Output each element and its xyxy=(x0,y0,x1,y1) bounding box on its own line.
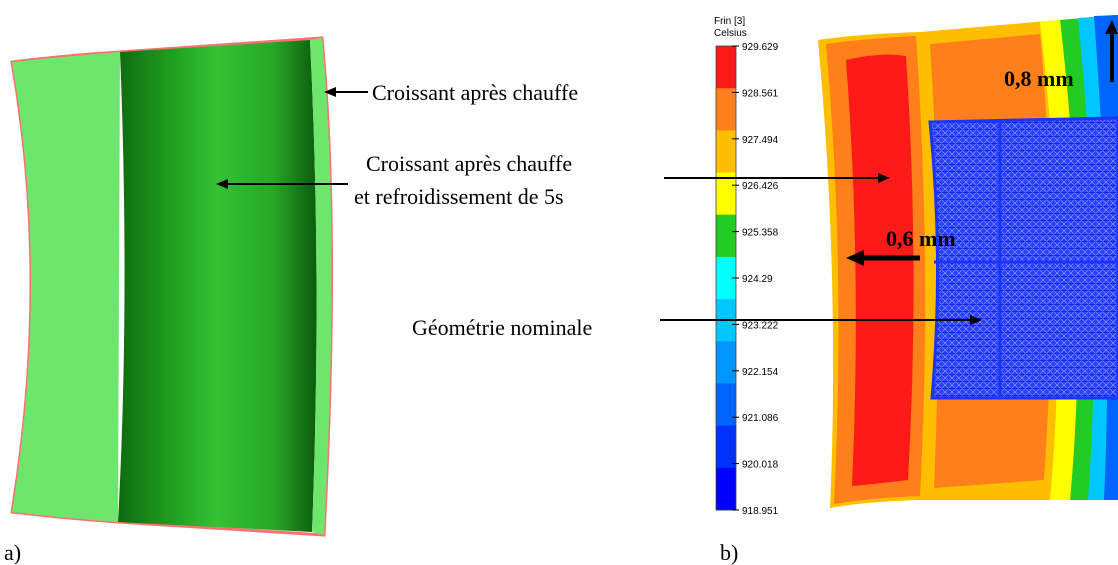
label-nominal-geometry: Géométrie nominale xyxy=(412,315,592,340)
scale-title-line2: Celsius xyxy=(714,28,747,39)
arrow-nominal-geometry-head xyxy=(970,315,982,325)
part-left-face xyxy=(12,52,120,522)
label-offset-left: 0,6 mm xyxy=(886,226,956,251)
color-scale-band xyxy=(716,256,736,300)
label-after-heating: Croissant après chauffe xyxy=(372,80,578,105)
color-scale-tick-label: 921.086 xyxy=(742,413,779,424)
color-scale-band xyxy=(716,46,736,89)
part-center-face xyxy=(118,40,317,532)
panel-a: Croissant après chauffe Croissant après … xyxy=(4,36,578,565)
color-scale-tick-label: 918.951 xyxy=(742,506,779,517)
color-scale-tick-label: 927.494 xyxy=(742,135,779,146)
scale-title-line1: Frin [3] xyxy=(714,16,745,27)
arrow-cooling-to-b-head xyxy=(878,173,890,183)
arrow-offset-left-head xyxy=(846,250,864,266)
color-scale-tick-label: 923.222 xyxy=(742,320,779,331)
nominal-geometry-mesh xyxy=(928,116,1118,400)
color-scale-tick-label: 924.29 xyxy=(742,274,773,285)
panel-b: Frin [3] Celsius 929.629928.561927.49492… xyxy=(412,15,1118,565)
arrow-offset-top-head xyxy=(1105,20,1118,34)
color-scale-tick-label: 928.561 xyxy=(742,88,779,99)
color-scale-band xyxy=(716,88,736,131)
color-scale-band xyxy=(716,130,736,174)
label-after-cooling-line2: et refroidissement de 5s xyxy=(354,184,564,209)
panel-b-label: b) xyxy=(720,540,738,565)
color-scale-bar xyxy=(715,45,737,511)
color-scale-tick-label: 922.154 xyxy=(742,367,779,378)
color-scale-tick-label: 926.426 xyxy=(742,181,779,192)
panel-a-label: a) xyxy=(4,540,21,565)
color-scale-band xyxy=(716,383,736,427)
color-scale-tick-label: 925.358 xyxy=(742,228,779,239)
color-scale-tick-label: 929.629 xyxy=(742,42,779,53)
color-scale-tick-label: 920.018 xyxy=(742,460,779,471)
color-scale-band xyxy=(716,172,736,216)
part-right-strip xyxy=(310,38,332,535)
color-scale-band xyxy=(716,467,736,511)
part-b-left-strip-red xyxy=(846,54,914,487)
arrow-after-heating-head xyxy=(324,87,336,97)
color-scale-band xyxy=(716,214,736,258)
color-scale-band xyxy=(716,341,736,384)
label-after-cooling-line1: Croissant après chauffe xyxy=(366,151,572,176)
label-offset-top: 0,8 mm xyxy=(1004,66,1074,91)
arrow-after-cooling-head xyxy=(216,179,228,189)
color-scale-ticks: 929.629 928.561 927.494 926.426 925.358 924.2… xyxy=(732,42,779,517)
color-scale-band xyxy=(716,425,736,469)
